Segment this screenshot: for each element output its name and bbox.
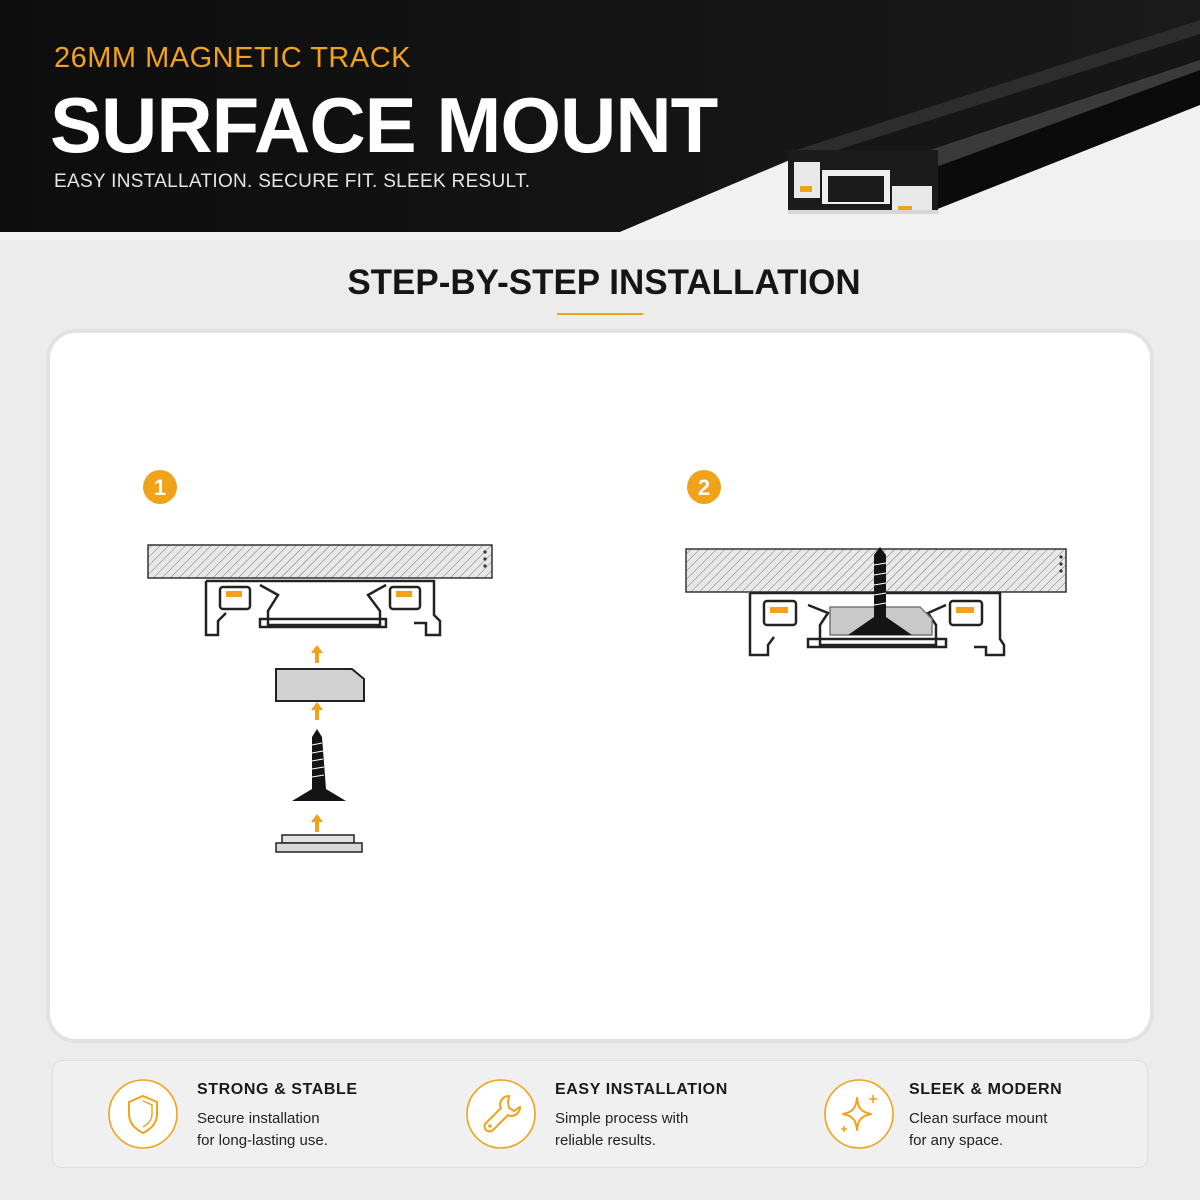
step-1-diagram: 1 <box>143 470 493 853</box>
feature-title: SLEEK & MODERN <box>909 1081 1063 1098</box>
feature-easy-installation: EASY INSTALLATION Simple process with re… <box>413 1061 773 1169</box>
feature-title: STRONG & STABLE <box>197 1081 358 1098</box>
shield-icon <box>108 1079 178 1149</box>
feature-title: EASY INSTALLATION <box>555 1081 728 1098</box>
section-underline <box>557 313 643 315</box>
section-title: STEP-BY-STEP INSTALLATION <box>347 263 861 302</box>
anchor-plate <box>275 842 363 853</box>
feature-sleek-modern: SLEEK & MODERN Clean surface mount for a… <box>773 1061 1149 1169</box>
track-profile <box>204 579 442 637</box>
magnet-block <box>275 668 365 702</box>
page-title: SURFACE MOUNT <box>50 81 718 169</box>
step-2-diagram: 2 <box>685 470 1067 657</box>
feature-strong-stable: STRONG & STABLE Secure installation for … <box>53 1061 413 1169</box>
screw <box>292 729 346 801</box>
installation-diagram: 1 <box>143 470 1067 853</box>
tagline: EASY INSTALLATION. SECURE FIT. SLEEK RES… <box>54 171 531 192</box>
ceiling-surface <box>147 544 493 579</box>
step-2-number: 2 <box>698 475 710 500</box>
assembly-arrows <box>311 645 323 832</box>
track-product-image <box>788 20 1200 214</box>
step-1-number: 1 <box>154 475 166 500</box>
installation-card: 1 <box>46 329 1154 1043</box>
features-bar: STRONG & STABLE Secure installation for … <box>52 1060 1148 1168</box>
feature-description: Clean surface mount for any space. <box>909 1110 1048 1149</box>
feature-description: Secure installation for long-lasting use… <box>197 1110 328 1149</box>
step-2-badge <box>687 470 721 504</box>
eyebrow-title: 26MM MAGNETIC TRACK <box>54 42 412 74</box>
step-1-badge <box>143 470 177 504</box>
feature-description: Simple process with reliable results. <box>555 1110 689 1149</box>
sparkle-icon <box>824 1079 894 1149</box>
wrench-icon <box>466 1079 536 1149</box>
screw-installed <box>848 547 912 635</box>
track-profile-2 <box>748 591 1006 657</box>
